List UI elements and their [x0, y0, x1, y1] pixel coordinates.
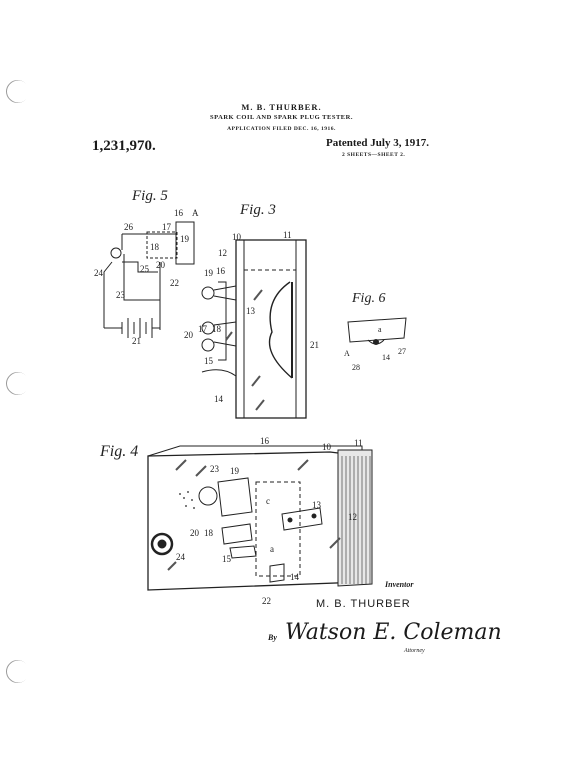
patent-number: 1,231,970.: [92, 138, 156, 154]
figure-5: Fig. 5 16: [94, 188, 199, 346]
fig3-box-front: [235, 239, 307, 419]
fig5-ref-26: 26: [124, 222, 134, 232]
inventor-name: M. B. THURBER.: [241, 102, 322, 112]
fig4-shading: [167, 459, 341, 571]
fig4-ref-12: 12: [348, 512, 357, 522]
fig4-rivet-1: [287, 517, 293, 523]
fig4-ref-10: 10: [322, 442, 332, 452]
fig3-clip: [201, 369, 237, 396]
fig4-ref-13: 13: [312, 500, 322, 510]
figure-4: Fig. 4: [99, 436, 373, 606]
fig3-ref-20: 20: [184, 330, 194, 340]
fig4-ref-c: c: [266, 496, 270, 506]
fig4-ref-a: a: [270, 544, 274, 554]
fig5-ref-24: 24: [94, 268, 104, 278]
figure-6: Fig. 6 a A 27 28 14: [344, 291, 407, 372]
fig4-ref-11: 11: [354, 438, 363, 448]
patent-title: SPARK COIL AND SPARK PLUG TESTER.: [210, 114, 353, 121]
fig5-ref-23: 23: [116, 290, 126, 300]
fig3-coil-outline: [268, 281, 293, 379]
fig3-ref-13: 13: [246, 306, 256, 316]
fig3-terminal-bottom: [201, 338, 215, 352]
fig5-ref-22: 22: [170, 278, 179, 288]
fig3-brackets: [213, 285, 237, 347]
fig4-ref-16: 16: [260, 436, 270, 446]
fig5-spark-plug: [110, 247, 122, 259]
fig5-label: Fig. 5: [131, 188, 168, 204]
fig4-spark-plug-wheel: [150, 532, 174, 556]
fig3-ref-17: 17: [198, 324, 208, 334]
fig5-ref-20: 20: [156, 260, 166, 270]
fig5-ref-17: 17: [162, 222, 172, 232]
fig3-ref-14: 14: [214, 394, 224, 404]
fig5-ref-A: A: [192, 208, 199, 218]
fig4-wheel-hub: [157, 539, 167, 549]
fig3-ref-11: 11: [283, 230, 292, 240]
fig4-ref-18: 18: [204, 528, 214, 538]
fig6-ref-28: 28: [352, 363, 360, 372]
fig5-ref-21: 21: [132, 336, 141, 346]
fig4-ref-14: 14: [290, 572, 300, 582]
fig6-rivet: [373, 339, 379, 345]
fig3-shading: [225, 289, 265, 411]
fig4-bracket-top: [217, 477, 253, 517]
fig4-hidden-coil: [255, 481, 301, 577]
fig6-ref-a: a: [378, 325, 382, 334]
inventor-signature-name: M. B. THURBER: [316, 598, 411, 610]
fig5-wire-lower: [123, 254, 160, 301]
fig6-label: Fig. 6: [351, 291, 385, 306]
fig5-ref-16: 16: [174, 208, 184, 218]
fig3-strap: [218, 281, 227, 361]
fig4-ref-24: 24: [176, 552, 186, 562]
fig3-ref-18: 18: [212, 324, 222, 334]
fig3-ref-19: 19: [204, 268, 214, 278]
fig6-ref-A: A: [344, 349, 350, 358]
fig3-ref-15: 15: [204, 356, 214, 366]
fig4-ref-20: 20: [190, 528, 200, 538]
fig4-bracket-middle: [221, 523, 253, 545]
fig3-ref-21: 21: [310, 340, 319, 350]
fig3-ref-12: 12: [218, 248, 227, 258]
fig4-terminal-top: [198, 486, 218, 506]
figure-3: Fig. 3 10 11 12 19: [184, 202, 319, 419]
fig4-ref-22: 22: [262, 596, 271, 606]
patented-date: Patented July 3, 1917.: [326, 137, 429, 149]
fig4-foot: [269, 563, 285, 583]
fig3-terminal-middle: [201, 321, 215, 335]
attorney-signature: Watson E. Coleman: [285, 620, 502, 645]
fig5-coil-box: [175, 221, 195, 265]
fig4-box-front: [147, 451, 363, 591]
fig6-ref-14: 14: [382, 353, 390, 362]
fig5-ref-19: 19: [180, 234, 190, 244]
fig4-rivet-2: [311, 513, 317, 519]
fig3-ref-10: 10: [232, 232, 242, 242]
fig6-ref-27: 27: [398, 347, 406, 356]
fig6-plate: [347, 317, 407, 343]
sheet-count: 2 SHEETS—SHEET 2.: [342, 152, 406, 158]
fig3-ref-16: 16: [216, 266, 226, 276]
fig5-switch-box: [146, 231, 178, 259]
fig4-ref-23: 23: [210, 464, 220, 474]
fig4-ref-15: 15: [222, 554, 232, 564]
fig4-bracket-lower: [229, 545, 257, 559]
inventor-label: Inventor: [385, 580, 414, 589]
fig4-spark-dots: [179, 491, 195, 509]
by-label: By: [268, 633, 277, 642]
fig4-label: Fig. 4: [99, 443, 138, 460]
fig4-ref-19: 19: [230, 466, 240, 476]
fig5-battery: [121, 318, 153, 338]
fig5-ref-18: 18: [150, 242, 160, 252]
fig5-wire-mid: [122, 261, 158, 273]
application-date: APPLICATION FILED DEC. 16, 1916.: [227, 126, 336, 132]
fig3-terminal-top: [201, 286, 215, 300]
attorney-label: Attorney: [404, 648, 425, 654]
fig5-wire-return: [103, 261, 113, 328]
fig4-side-hatching: [341, 456, 371, 584]
fig4-bracket-right: [281, 507, 323, 531]
fig5-ref-25: 25: [140, 264, 150, 274]
fig3-label: Fig. 3: [239, 202, 276, 218]
